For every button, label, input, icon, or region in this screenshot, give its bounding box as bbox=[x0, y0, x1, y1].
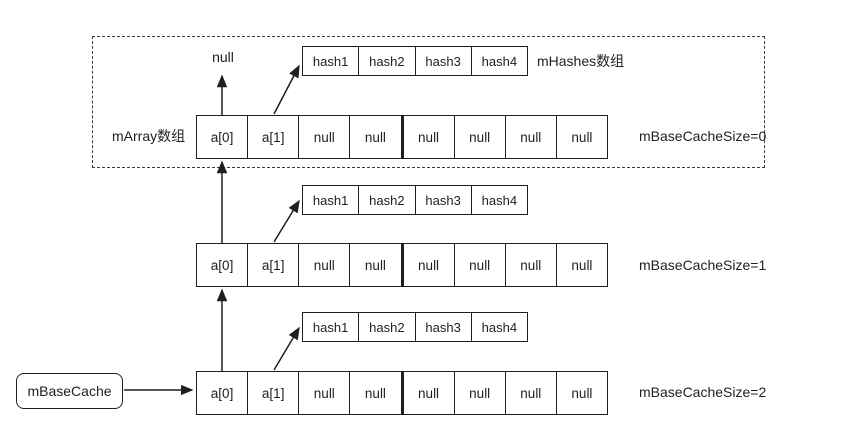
array-cell: null bbox=[504, 372, 556, 414]
arrow-row1-a1-to-hash bbox=[273, 199, 300, 243]
dashed-highlight-box bbox=[92, 36, 765, 168]
mbasecache-label: mBaseCache bbox=[27, 383, 112, 399]
array-cell: null bbox=[555, 244, 607, 286]
array-cell: null bbox=[555, 372, 607, 414]
marray-row0: a[0] a[1] null null null null null null bbox=[196, 115, 608, 159]
hash-cell: hash4 bbox=[470, 47, 527, 75]
array-cell: a[1] bbox=[247, 372, 298, 414]
arrow-row2-a1-to-hash bbox=[273, 326, 300, 371]
hash-cell: hash1 bbox=[312, 53, 349, 69]
array-cell: null bbox=[349, 244, 400, 286]
hash-cell: hash1 bbox=[312, 192, 349, 208]
array-cell: a[1] bbox=[247, 244, 298, 286]
hash-cell: hash2 bbox=[358, 47, 414, 75]
size-label-row0: mBaseCacheSize=0 bbox=[639, 128, 767, 144]
marray-label: mArray数组 bbox=[112, 128, 186, 144]
hash-cell: hash4 bbox=[470, 186, 527, 214]
array-cell: null bbox=[400, 244, 454, 286]
mbasecache-box: mBaseCache bbox=[16, 373, 123, 409]
array-cell: null bbox=[298, 372, 349, 414]
hash-cell: hash2 bbox=[358, 313, 414, 341]
array-cell: null bbox=[453, 244, 505, 286]
array-cell: null bbox=[298, 244, 349, 286]
size-label-row2: mBaseCacheSize=2 bbox=[639, 384, 767, 400]
array-cell: a[1] bbox=[247, 116, 298, 158]
hash-cell: hash1 bbox=[312, 319, 349, 335]
hash-array-row1: hash1 hash2 hash3 hash4 bbox=[302, 185, 528, 215]
array-cell: null bbox=[453, 372, 505, 414]
array-cell: null bbox=[504, 116, 556, 158]
array-cell: null bbox=[504, 244, 556, 286]
hash-cell: hash3 bbox=[414, 186, 471, 214]
hash-cell: hash3 bbox=[414, 47, 471, 75]
array-cell: null bbox=[298, 116, 349, 158]
array-cell: null bbox=[400, 372, 454, 414]
array-cell: null bbox=[453, 116, 505, 158]
marray-row1: a[0] a[1] null null null null null null bbox=[196, 243, 608, 287]
array-cell: a[0] bbox=[210, 129, 234, 145]
hash-cell: hash2 bbox=[358, 186, 414, 214]
hash-cell: hash3 bbox=[414, 313, 471, 341]
hash-cell: hash4 bbox=[470, 313, 527, 341]
hash-array-row0: hash1 hash2 hash3 hash4 bbox=[302, 46, 528, 76]
array-cell: null bbox=[555, 116, 607, 158]
array-cell: a[0] bbox=[210, 257, 234, 273]
marray-row2: a[0] a[1] null null null null null null bbox=[196, 371, 608, 415]
array-cell: a[0] bbox=[210, 385, 234, 401]
mhashes-label: mHashes数组 bbox=[537, 53, 625, 69]
array-cell: null bbox=[400, 116, 454, 158]
array-cell: null bbox=[349, 372, 400, 414]
null-pointer-label: null bbox=[212, 49, 234, 65]
array-cell: null bbox=[349, 116, 400, 158]
size-label-row1: mBaseCacheSize=1 bbox=[639, 257, 767, 273]
hash-array-row2: hash1 hash2 hash3 hash4 bbox=[302, 312, 528, 342]
